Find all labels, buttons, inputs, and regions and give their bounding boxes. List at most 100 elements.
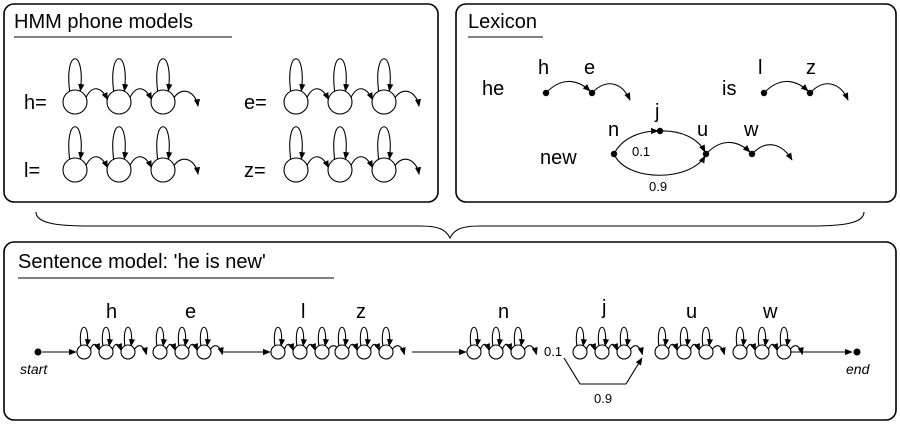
- phone-h-arc-exit: [173, 90, 201, 107]
- sentence-j-self-loop-2: [597, 326, 610, 347]
- sentence-start-label: start: [20, 361, 48, 377]
- phone-models-frame: [3, 3, 439, 203]
- phone-h-state-2: [106, 89, 132, 115]
- phone-label-l: l=: [24, 160, 40, 182]
- phone-h-state-3: [150, 89, 176, 115]
- sentence-l-arc-1-2: [283, 343, 294, 352]
- sentence-e-self-loop-1: [155, 326, 168, 347]
- sentence-phone-l: l: [301, 301, 305, 323]
- phone-l-self-loop-3: [156, 126, 173, 160]
- lexicon-word-is: is: [722, 78, 736, 100]
- lexicon-phone-n: n: [608, 119, 619, 141]
- lexicon-new-arc-j-u: [659, 130, 706, 153]
- sentence-z-self-loop-2: [359, 326, 372, 347]
- sentence-u-arc-exit: [711, 345, 726, 356]
- phone-e-self-loop-2: [333, 58, 350, 92]
- phone-z-self-loop-2: [333, 126, 350, 160]
- phone-z-state-2: [327, 157, 353, 183]
- lexicon-he-arc-2: [591, 83, 631, 101]
- sentence-u-state-3: [698, 344, 714, 360]
- phone-e-self-loop-3: [377, 58, 394, 92]
- sentence-model-panel: Sentence model: 'he is new' h e l z n j …: [3, 241, 897, 421]
- sentence-prob-via-j: 0.1: [544, 344, 562, 359]
- phone-e-state-3: [371, 89, 397, 115]
- phone-e-state-1: [283, 89, 309, 115]
- sentence-h-arc-1-2: [89, 343, 100, 352]
- sentence-h-state-2: [98, 344, 114, 360]
- sentence-z-hmm: [334, 326, 406, 360]
- sentence-n-self-loop-2: [491, 326, 504, 347]
- sentence-u-hmm: [654, 326, 726, 360]
- lexicon-new-arc-u-w: [705, 141, 751, 155]
- sentence-l-arc-2-3: [305, 343, 316, 352]
- sentence-n-arc-2-3: [501, 343, 512, 352]
- lexicon-panel: Lexicon he h e is l z new n j u w 0.1 0.: [455, 3, 897, 203]
- sentence-u-state-1: [654, 344, 670, 360]
- lexicon-new-arc-w-exit: [751, 144, 793, 161]
- lexicon-frame: [455, 3, 897, 203]
- lexicon-title: Lexicon: [468, 11, 537, 33]
- sentence-w-arc-1-2: [745, 343, 756, 352]
- lexicon-he-arc-1: [545, 80, 591, 94]
- sentence-phone-n: n: [498, 301, 509, 323]
- sentence-n-state-2: [488, 344, 504, 360]
- sentence-end-label: end: [846, 361, 871, 377]
- sentence-w-state-1: [732, 344, 748, 360]
- sentence-z-arc-exit: [391, 345, 406, 356]
- sentence-h-self-loop-2: [101, 326, 114, 347]
- phone-l-hmm: [62, 126, 201, 183]
- sentence-h-hmm: [76, 326, 148, 360]
- sentence-z-self-loop-3: [381, 326, 394, 347]
- sentence-n-state-3: [510, 344, 526, 360]
- phone-l-self-loop-1: [68, 126, 85, 160]
- sentence-l-self-loop-3: [317, 326, 330, 347]
- sentence-start-node: [34, 348, 42, 356]
- sentence-z-state-3: [378, 344, 394, 360]
- sentence-e-self-loop-2: [177, 326, 190, 347]
- phone-h-hmm: [62, 58, 201, 115]
- sentence-j-state-1: [572, 344, 588, 360]
- lexicon-phone-e: e: [584, 57, 595, 79]
- sentence-u-arc-2-3: [689, 343, 700, 352]
- phone-z-hmm: [283, 126, 422, 183]
- sentence-z-state-1: [334, 344, 350, 360]
- sentence-end-node: [853, 348, 861, 356]
- sentence-e-state-2: [174, 344, 190, 360]
- sentence-model-frame: [3, 241, 897, 421]
- lexicon-word-he: he: [482, 78, 504, 100]
- phone-z-state-1: [283, 157, 309, 183]
- lexicon-phone-w: w: [743, 119, 759, 141]
- sentence-phone-u: u: [686, 301, 697, 323]
- lexicon-phone-l: l: [758, 57, 762, 79]
- sentence-u-self-loop-2: [679, 326, 692, 347]
- sentence-n-arc-1-2: [479, 343, 490, 352]
- sentence-j-arc-exit: [629, 345, 644, 356]
- sentence-phone-e: e: [185, 301, 196, 323]
- sentence-u-self-loop-1: [657, 326, 670, 347]
- lexicon-phone-j: j: [654, 101, 659, 123]
- sentence-e-self-loop-3: [199, 326, 212, 347]
- sentence-w-self-loop-3: [779, 326, 792, 347]
- sentence-j-arc-2-3: [607, 343, 618, 352]
- phone-h-arc-1-2: [85, 88, 109, 101]
- phone-l-state-2: [106, 157, 132, 183]
- phone-e-arc-exit: [394, 90, 422, 107]
- phone-z-arc-2-3: [350, 156, 374, 169]
- lexicon-phone-z: z: [806, 57, 816, 79]
- lexicon-phone-h: h: [538, 57, 549, 79]
- sentence-model-chain: [42, 326, 853, 360]
- sentence-z-arc-1-2: [347, 343, 358, 352]
- phone-l-state-1: [62, 157, 88, 183]
- sentence-phone-j: j: [601, 297, 606, 319]
- lexicon-new-arc-n-j: [613, 127, 659, 155]
- sentence-w-hmm: [732, 326, 804, 360]
- phone-h-self-loop-1: [68, 58, 85, 92]
- phone-models-panel: HMM phone models h= e= l= z=: [3, 3, 439, 203]
- sentence-h-arc-exit: [133, 345, 148, 356]
- sentence-z-arc-2-3: [369, 343, 380, 352]
- sentence-e-arc-1-2: [165, 343, 176, 352]
- sentence-h-arc-2-3: [111, 343, 122, 352]
- sentence-u-self-loop-3: [701, 326, 714, 347]
- sentence-u-state-2: [676, 344, 692, 360]
- phone-label-z: z=: [244, 160, 266, 182]
